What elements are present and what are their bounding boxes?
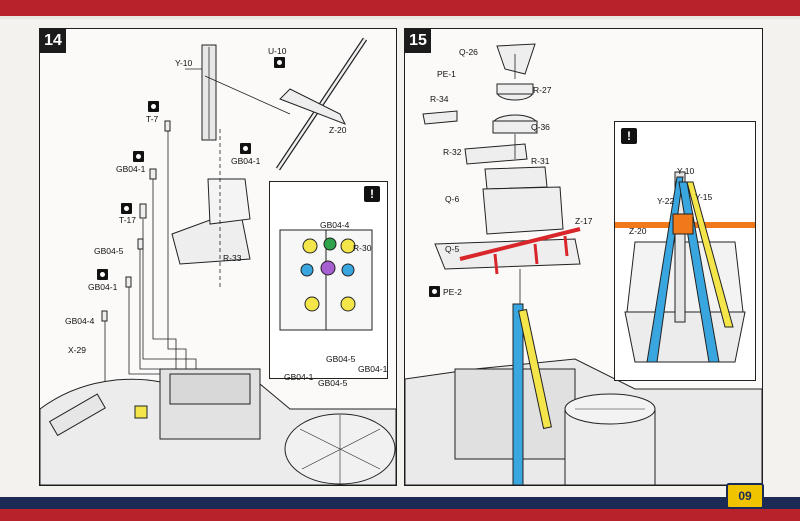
label-r27: R-27 — [533, 85, 552, 95]
part-sprue-icon — [274, 57, 285, 68]
label-pe1: PE-1 — [437, 69, 456, 79]
inset-label-z20: Z-20 — [629, 226, 647, 236]
part-sprue-icon — [97, 269, 108, 280]
inset-label-y22: Y-22 — [657, 196, 675, 206]
label-z20: Z-20 — [329, 125, 347, 135]
page-number: 09 — [726, 483, 764, 509]
label-pe2: PE-2 — [443, 287, 462, 297]
label-q5: Q-5 — [445, 244, 460, 254]
inset-mast-drawing — [615, 171, 755, 363]
step-15-drawing — [405, 43, 762, 485]
part-sprue-icon — [429, 286, 440, 297]
inset-label-gb041-right: GB04-1 — [358, 364, 388, 374]
label-t7: T-7 — [146, 114, 159, 124]
label-r33: R-33 — [223, 253, 242, 263]
step-15-panel: 15 Q-26 PE-1 R-27 R-34 Q-36 R-3 — [404, 28, 763, 486]
label-q36: Q-36 — [531, 122, 550, 132]
inset-label-y10: Y-10 — [677, 166, 695, 176]
part-sprue-icon — [148, 101, 159, 112]
part-sprue-icon — [240, 143, 251, 154]
label-gb041-c: GB04-1 — [88, 282, 118, 292]
step-15-badge: 15 — [405, 29, 431, 53]
inset-label-gb045: GB04-5 — [318, 378, 348, 388]
part-sprue-icon — [133, 151, 144, 162]
label-gb045: GB04-5 — [94, 246, 124, 256]
label-t17: T-17 — [119, 215, 137, 225]
label-y10: Y-10 — [175, 58, 193, 68]
top-red-band — [0, 0, 800, 19]
step-14-panel: 14 — [39, 28, 397, 486]
label-r34: R-34 — [430, 94, 449, 104]
step-14-detail-inset: ! GB04-4 R-30 GB04-5 — [269, 181, 388, 388]
label-gb041-b: GB04-1 — [231, 156, 261, 166]
label-gb044: GB04-4 — [65, 316, 95, 326]
inset-label-gb041-left: GB04-1 — [284, 372, 314, 382]
label-x29: X-29 — [68, 345, 86, 355]
attention-icon: ! — [621, 128, 637, 144]
label-r31: R-31 — [531, 156, 550, 166]
attention-icon: ! — [364, 186, 380, 202]
inset-label-gb045-b: GB04-5 — [326, 354, 356, 364]
label-u10: U-10 — [268, 46, 287, 56]
inset-label-gb044: GB04-4 — [320, 220, 350, 230]
step-14-drawing — [40, 37, 396, 485]
label-z17: Z-17 — [575, 216, 593, 226]
label-gb041-a: GB04-1 — [116, 164, 146, 174]
label-q6: Q-6 — [445, 194, 460, 204]
step-14-badge: 14 — [40, 29, 66, 53]
inset-parts-drawing — [279, 229, 373, 331]
inset-label-y15: Y-15 — [695, 192, 713, 202]
inset-label-r30: R-30 — [353, 243, 372, 253]
bottom-navy-band — [0, 497, 800, 509]
label-q26: Q-26 — [459, 47, 478, 57]
label-r32: R-32 — [443, 147, 462, 157]
part-sprue-icon — [121, 203, 132, 214]
step-15-detail-inset: ! Y-10 Y-22 Y-15 Z-20 — [614, 121, 756, 381]
